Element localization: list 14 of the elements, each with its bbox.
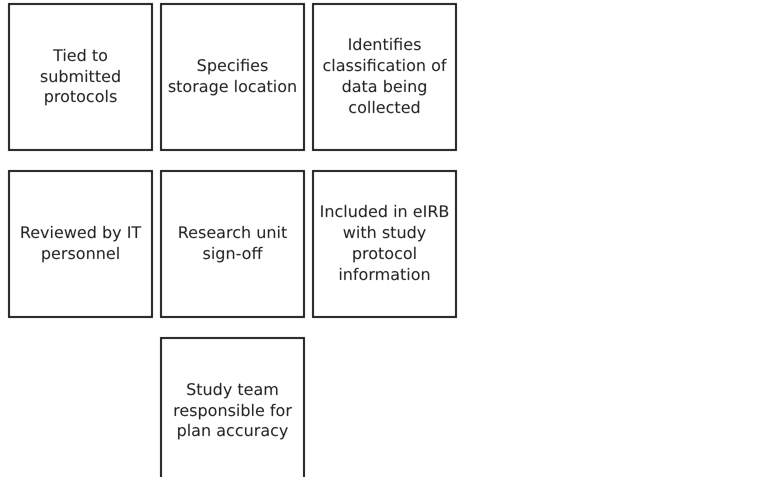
box-text: Tied to submitted protocols bbox=[38, 46, 122, 108]
box-text: Specifies storage location bbox=[166, 56, 298, 98]
box-text: Study team responsible for plan accuracy bbox=[172, 380, 293, 442]
box-text: Identifies classification of data being collected bbox=[322, 35, 448, 119]
text-box bbox=[8, 3, 153, 151]
box-text: Included in eIRB with study protocol information bbox=[318, 202, 450, 286]
text-box bbox=[312, 170, 457, 318]
box-text: Research unit sign-off bbox=[176, 223, 288, 265]
box-text: Reviewed by IT personnel bbox=[18, 223, 142, 265]
text-box bbox=[160, 170, 305, 318]
text-box bbox=[312, 3, 457, 151]
text-box bbox=[160, 3, 305, 151]
text-box bbox=[8, 170, 153, 318]
text-box bbox=[160, 337, 305, 477]
